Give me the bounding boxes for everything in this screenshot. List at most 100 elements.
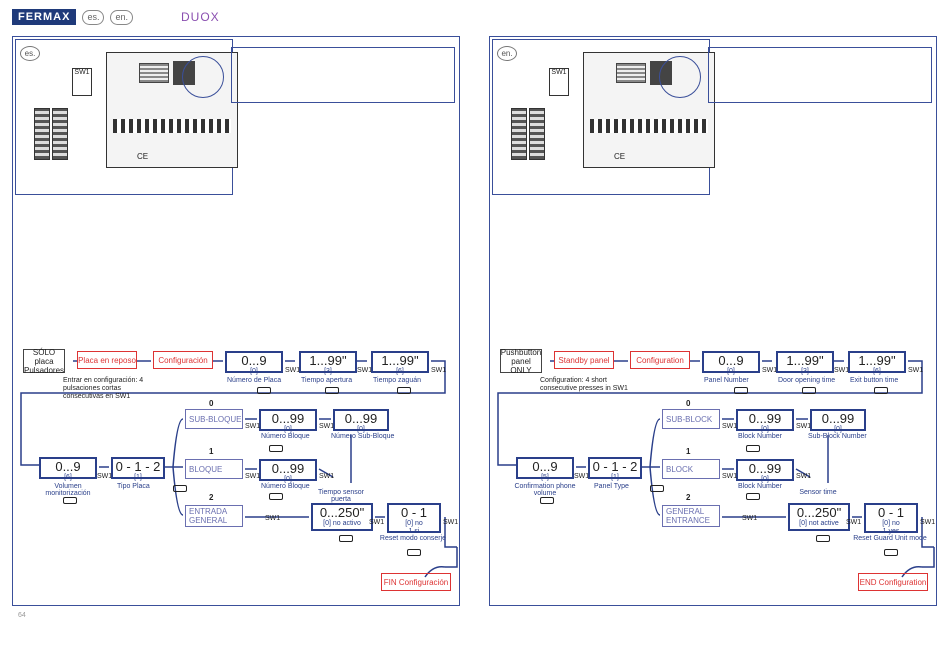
press-icon bbox=[816, 535, 830, 542]
sensor-time-value: 0...250"[0] not active bbox=[788, 503, 850, 531]
exit-time-value: 1...99"[6] bbox=[371, 351, 429, 375]
panel-type-range: 0 - 1 - 2 bbox=[592, 459, 638, 474]
sub-block-option-label: SUB-BLOQUE bbox=[189, 414, 242, 424]
sub-block-number-label: Número Sub-Bloque bbox=[331, 433, 395, 440]
pushbutton-only-label: SÓLO placa Pulsadores bbox=[24, 347, 65, 375]
press-icon bbox=[257, 387, 271, 394]
pushbutton-only-label: Pushbutton panel ONLY bbox=[500, 347, 542, 375]
volume-label: Confirmation phone volume bbox=[514, 483, 576, 497]
sw1-label: SW1 bbox=[908, 367, 924, 374]
block-number-value: 0...99[0] bbox=[736, 409, 794, 433]
sw1-label: SW1 bbox=[846, 519, 862, 526]
sub-block-number-default: [0] bbox=[357, 426, 365, 433]
board-connector bbox=[616, 63, 646, 83]
block-number-2-value: 0...99[0] bbox=[736, 459, 794, 483]
sw1-label: SW1 bbox=[357, 367, 373, 374]
sw1-label: SW1 bbox=[369, 519, 385, 526]
block-number-2-range: 0...99 bbox=[271, 461, 305, 476]
panel-number-range: 0...9 bbox=[241, 353, 267, 368]
board-terminal-strip bbox=[590, 119, 708, 133]
sw1-label: SW1 bbox=[319, 423, 335, 430]
door-time-value: 1...99"[3] bbox=[776, 351, 834, 375]
panel-spanish: es. SW1 CE SÓLO placa Pulsadores Placa bbox=[12, 36, 460, 606]
press-icon bbox=[650, 485, 664, 492]
door-time-value: 1...99"[3] bbox=[299, 351, 357, 375]
door-time-range: 1...99" bbox=[309, 353, 347, 368]
volume-default: [5] bbox=[541, 474, 549, 481]
volume-value: 0...9[5] bbox=[516, 457, 574, 481]
sub-block-option-label: SUB-BLOCK bbox=[666, 414, 713, 424]
exit-time-label: Tiempo zaguán bbox=[373, 377, 421, 384]
sw1-label: SW1 bbox=[97, 473, 113, 480]
sw1-label: SW1 bbox=[722, 473, 738, 480]
sub-block-number-value: 0...99[0] bbox=[333, 409, 389, 433]
volume-value: 0...9[6] bbox=[39, 457, 97, 481]
general-entrance-option-label: GENERAL ENTRANCE bbox=[666, 507, 711, 525]
sw1-label: SW1 bbox=[265, 515, 281, 522]
press-icon bbox=[734, 387, 748, 394]
block-number-range: 0...99 bbox=[748, 411, 782, 426]
panel-type-label: Panel Type bbox=[594, 483, 629, 490]
press-icon bbox=[540, 497, 554, 504]
reset-guard-option-yes: 1 si bbox=[408, 528, 420, 535]
sw1-label: SW1 bbox=[796, 423, 812, 430]
panel-number-value: 0...9[0] bbox=[702, 351, 760, 375]
pushbutton-only-box: Pushbutton panel ONLY bbox=[500, 347, 542, 375]
hardware-figure: en. SW1 CE bbox=[492, 39, 715, 195]
lang-en-badge: en. bbox=[110, 9, 133, 25]
sub-block-option: SUB-BLOCK bbox=[662, 409, 720, 429]
volume-default: [6] bbox=[64, 474, 72, 481]
block-number-label: Número Bloque bbox=[261, 433, 310, 440]
press-icon bbox=[269, 445, 283, 452]
block-number-range: 0...99 bbox=[271, 411, 305, 426]
end-configuration-box: END Configuration bbox=[858, 573, 928, 591]
door-time-label: Door opening time bbox=[778, 377, 836, 384]
general-entrance-option: ENTRADA GENERAL bbox=[185, 505, 243, 527]
ce-mark: CE bbox=[614, 152, 626, 161]
board-terminal-strip bbox=[113, 119, 231, 133]
sw1-label: SW1 bbox=[245, 423, 261, 430]
block-number-2-label: Número Bloque bbox=[261, 483, 310, 490]
panel-english: en. SW1 CE Pushbutton panel ONLY Standb bbox=[489, 36, 937, 606]
press-icon bbox=[269, 493, 283, 500]
block-option-label: BLOQUE bbox=[189, 464, 223, 474]
fermax-logo: FERMAX bbox=[12, 9, 77, 25]
configuration-box: Configuración bbox=[153, 351, 213, 369]
reset-guard-option-yes: 1 yes bbox=[882, 528, 900, 535]
sensor-time-value: 0...250"[0] no activo bbox=[311, 503, 373, 531]
callout-box bbox=[231, 47, 455, 103]
block-option: BLOQUE bbox=[185, 459, 243, 479]
sensor-time-label: Tiempo sensor puerta bbox=[317, 489, 365, 503]
zoom-circle bbox=[659, 56, 701, 98]
block-number-2-label: Block Number bbox=[738, 483, 782, 490]
sw1-label: SW1 bbox=[285, 367, 301, 374]
door-time-range: 1...99" bbox=[786, 353, 824, 368]
sw1-switch-callout: SW1 bbox=[549, 68, 569, 96]
block-number-default: [0] bbox=[284, 426, 292, 433]
panel-illustration-2 bbox=[52, 108, 68, 160]
sensor-time-default: [0] no activo bbox=[323, 520, 361, 527]
door-time-label: Tiempo apertura bbox=[301, 377, 353, 384]
block-number-label: Block Number bbox=[738, 433, 782, 440]
sw1-label: SW1 bbox=[431, 367, 447, 374]
sw1-label: SW1 bbox=[796, 473, 812, 480]
exit-time-default: [6] bbox=[396, 368, 404, 375]
lang-badge: es. bbox=[20, 46, 40, 61]
enter-config-note: Entrar en configuración: 4 pulsaciones c… bbox=[63, 377, 144, 400]
press-icon bbox=[173, 485, 187, 492]
volume-range: 0...9 bbox=[532, 459, 558, 474]
ce-mark: CE bbox=[137, 152, 149, 161]
zoom-circle bbox=[182, 56, 224, 98]
end-configuration-label: END Configuration bbox=[859, 577, 927, 587]
option-2-number: 2 bbox=[686, 493, 691, 502]
sw1-label: SW1 bbox=[551, 69, 567, 76]
standby-panel-label: Standby panel bbox=[558, 355, 610, 365]
configuration-label: Configuración bbox=[158, 355, 208, 365]
sw1-label: SW1 bbox=[319, 473, 335, 480]
press-icon bbox=[339, 535, 353, 542]
panel-number-label: Número de Placa bbox=[227, 377, 282, 384]
press-icon bbox=[746, 445, 760, 452]
panel-illustration-1 bbox=[34, 108, 50, 160]
sw1-label: SW1 bbox=[245, 473, 261, 480]
option-1-number: 1 bbox=[209, 447, 214, 456]
